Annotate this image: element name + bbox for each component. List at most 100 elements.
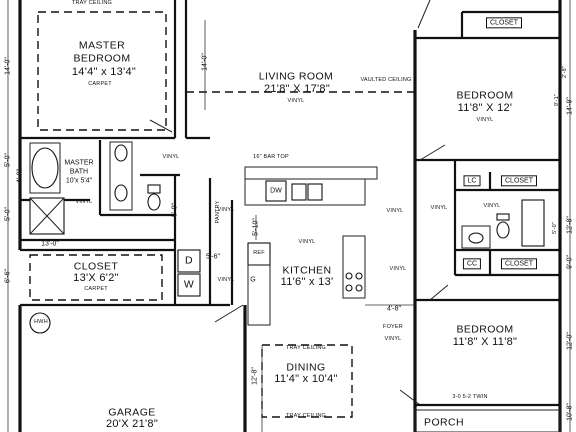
bedroom-top-title: BEDROOM [456, 89, 514, 102]
sink-lower [114, 184, 128, 202]
washer-label: W [183, 278, 195, 291]
closet-low-label: CLOSET [500, 258, 538, 270]
foyer-floor: VINYL [384, 336, 402, 343]
master-bedroom-title: MASTER [78, 39, 126, 52]
kitchen-sink-1 [291, 183, 307, 201]
toilet-bowl [147, 193, 161, 211]
refrigerator-label: REF [253, 250, 265, 257]
dim-right-9-1: 9'-1" [554, 94, 561, 106]
master-bath-title: MASTER [64, 159, 94, 167]
master-bedroom-title-2: BEDROOM [73, 52, 131, 65]
living-room-size: 21'8" X 17'8" [263, 83, 331, 96]
master-bath-size: 10'x 5'4" [65, 177, 93, 185]
master-tray-ceiling-label: TRAY CEILING [71, 0, 113, 7]
floor-note-5: VINYL [483, 203, 501, 210]
dim-13-0: 13'-0" [41, 240, 59, 248]
left-counter [247, 264, 271, 326]
kitchen-sink-2 [307, 183, 323, 201]
floor-note-6: VINYL [217, 277, 235, 284]
dim-5-0c: 5'-0" [171, 203, 179, 217]
dryer-label: D [185, 254, 193, 267]
dim-left-4-9: 4'-9" [16, 169, 24, 183]
master-bath-walls [20, 140, 180, 245]
floor-note-1: VINYL [162, 154, 180, 161]
dim-left-5-0: 5'-0" [4, 153, 12, 167]
bathtub-fixture [31, 147, 59, 189]
bedroom-top-size: 11'8" X 12' [457, 102, 513, 115]
dishwasher-label: DW [270, 187, 282, 195]
dim-right-12-8: 12'-8" [566, 216, 574, 234]
kitchen-title: KITCHEN [282, 264, 332, 277]
master-bedroom-size: 14'4" x 13'4" [71, 66, 137, 79]
washer-box [177, 273, 201, 297]
water-heater-circle [29, 312, 51, 334]
garage-size: 20'X 21'8" [105, 418, 159, 431]
dim-left-6-6: 6'-6" [4, 269, 12, 283]
kitchen-floor: VINYL [298, 239, 316, 246]
dining-tray-ceiling-top: TRAY CEILING [285, 345, 327, 352]
kitchen-counter-top [244, 178, 366, 206]
master-closet-size: 13'X 6'2" [73, 272, 119, 285]
master-bedroom-walls [18, 0, 210, 250]
porch-title: PORCH [424, 416, 464, 429]
closet-mid-label: CLOSET [500, 175, 538, 187]
dim-4-8: 4'-8" [387, 305, 401, 313]
dim-5-6: 5'-6" [206, 253, 220, 261]
bath-vanity-right [461, 225, 491, 249]
floor-note-7: VINYL [389, 266, 407, 273]
twin-window-label: 3-0 5-2 TWIN [452, 394, 488, 401]
master-closet-title: CLOSET [73, 260, 119, 273]
water-heater-label: HWH [34, 319, 48, 326]
toilet-tank [147, 184, 161, 194]
right-wing-walls [399, 0, 562, 432]
dim-mid-14-0: 14'-0" [201, 53, 209, 71]
range-counter [342, 235, 366, 299]
master-closet-floor: CARPET [84, 286, 108, 293]
master-bedroom-floor: CARPET [88, 81, 112, 88]
cc-label: CC [462, 258, 482, 270]
dim-right-9-0: 9'-0" [566, 255, 574, 269]
bar-top-label: 16" BAR TOP [253, 154, 289, 161]
lc-label: LC [463, 175, 481, 187]
vanity-counter [109, 141, 133, 211]
dining-size: 11'4" x 10'4" [274, 373, 338, 386]
living-room-title: LIVING ROOM [258, 70, 334, 83]
pantry-label: PANTRY [215, 200, 222, 224]
bath-tub-right [521, 199, 545, 247]
sink-upper [114, 144, 128, 162]
garage-title: GARAGE [108, 406, 156, 419]
floor-note-3: VINYL [386, 208, 404, 215]
dim-12-8: 12'-8" [251, 367, 259, 385]
dim-5-10: 5'-10" [252, 218, 260, 236]
dim-right-14-9: 14'-9" [566, 97, 574, 115]
dim-right-2-8: 2'-8" [562, 66, 569, 78]
master-bath-floor: VINYL [75, 199, 93, 206]
master-tray-ceiling-outline [37, 11, 167, 131]
living-room-floor: VINYL [287, 98, 305, 105]
foyer-title: FOYER [383, 324, 403, 331]
dim-right-10-8: 10'-8" [566, 403, 574, 421]
closet-top-label: CLOSET [485, 17, 523, 29]
dining-tray-ceiling-bottom: TRAY CEILING [285, 413, 327, 420]
toilet-right [496, 221, 510, 239]
bedroom-top-floor: VINYL [476, 117, 494, 124]
bedroom-bottom-title: BEDROOM [456, 323, 514, 336]
dim-right-12-0: 12'-0" [566, 332, 574, 350]
floor-note-4: VINYL [430, 205, 448, 212]
floor-note-2: VINYL [217, 207, 235, 214]
porch-step [414, 409, 561, 432]
dishwasher [265, 180, 287, 202]
bar-top-counter [244, 166, 378, 180]
g-label: G [250, 276, 256, 284]
kitchen-size: 11'6" x 13' [280, 276, 334, 289]
tub-surround [29, 142, 61, 194]
dim-right-5-0: 5'-0" [552, 222, 559, 234]
dryer-box [177, 249, 201, 273]
vaulted-ceiling-note: VAULTED CEILING [360, 77, 412, 84]
master-closet-dashed [29, 254, 163, 301]
bedroom-bottom-size: 11'8" X 11'8" [452, 336, 518, 349]
dining-title: DINING [286, 361, 326, 374]
dim-left-14-0: 14'-0" [4, 57, 12, 75]
dim-left-5-0b: 5'-0" [4, 207, 12, 221]
